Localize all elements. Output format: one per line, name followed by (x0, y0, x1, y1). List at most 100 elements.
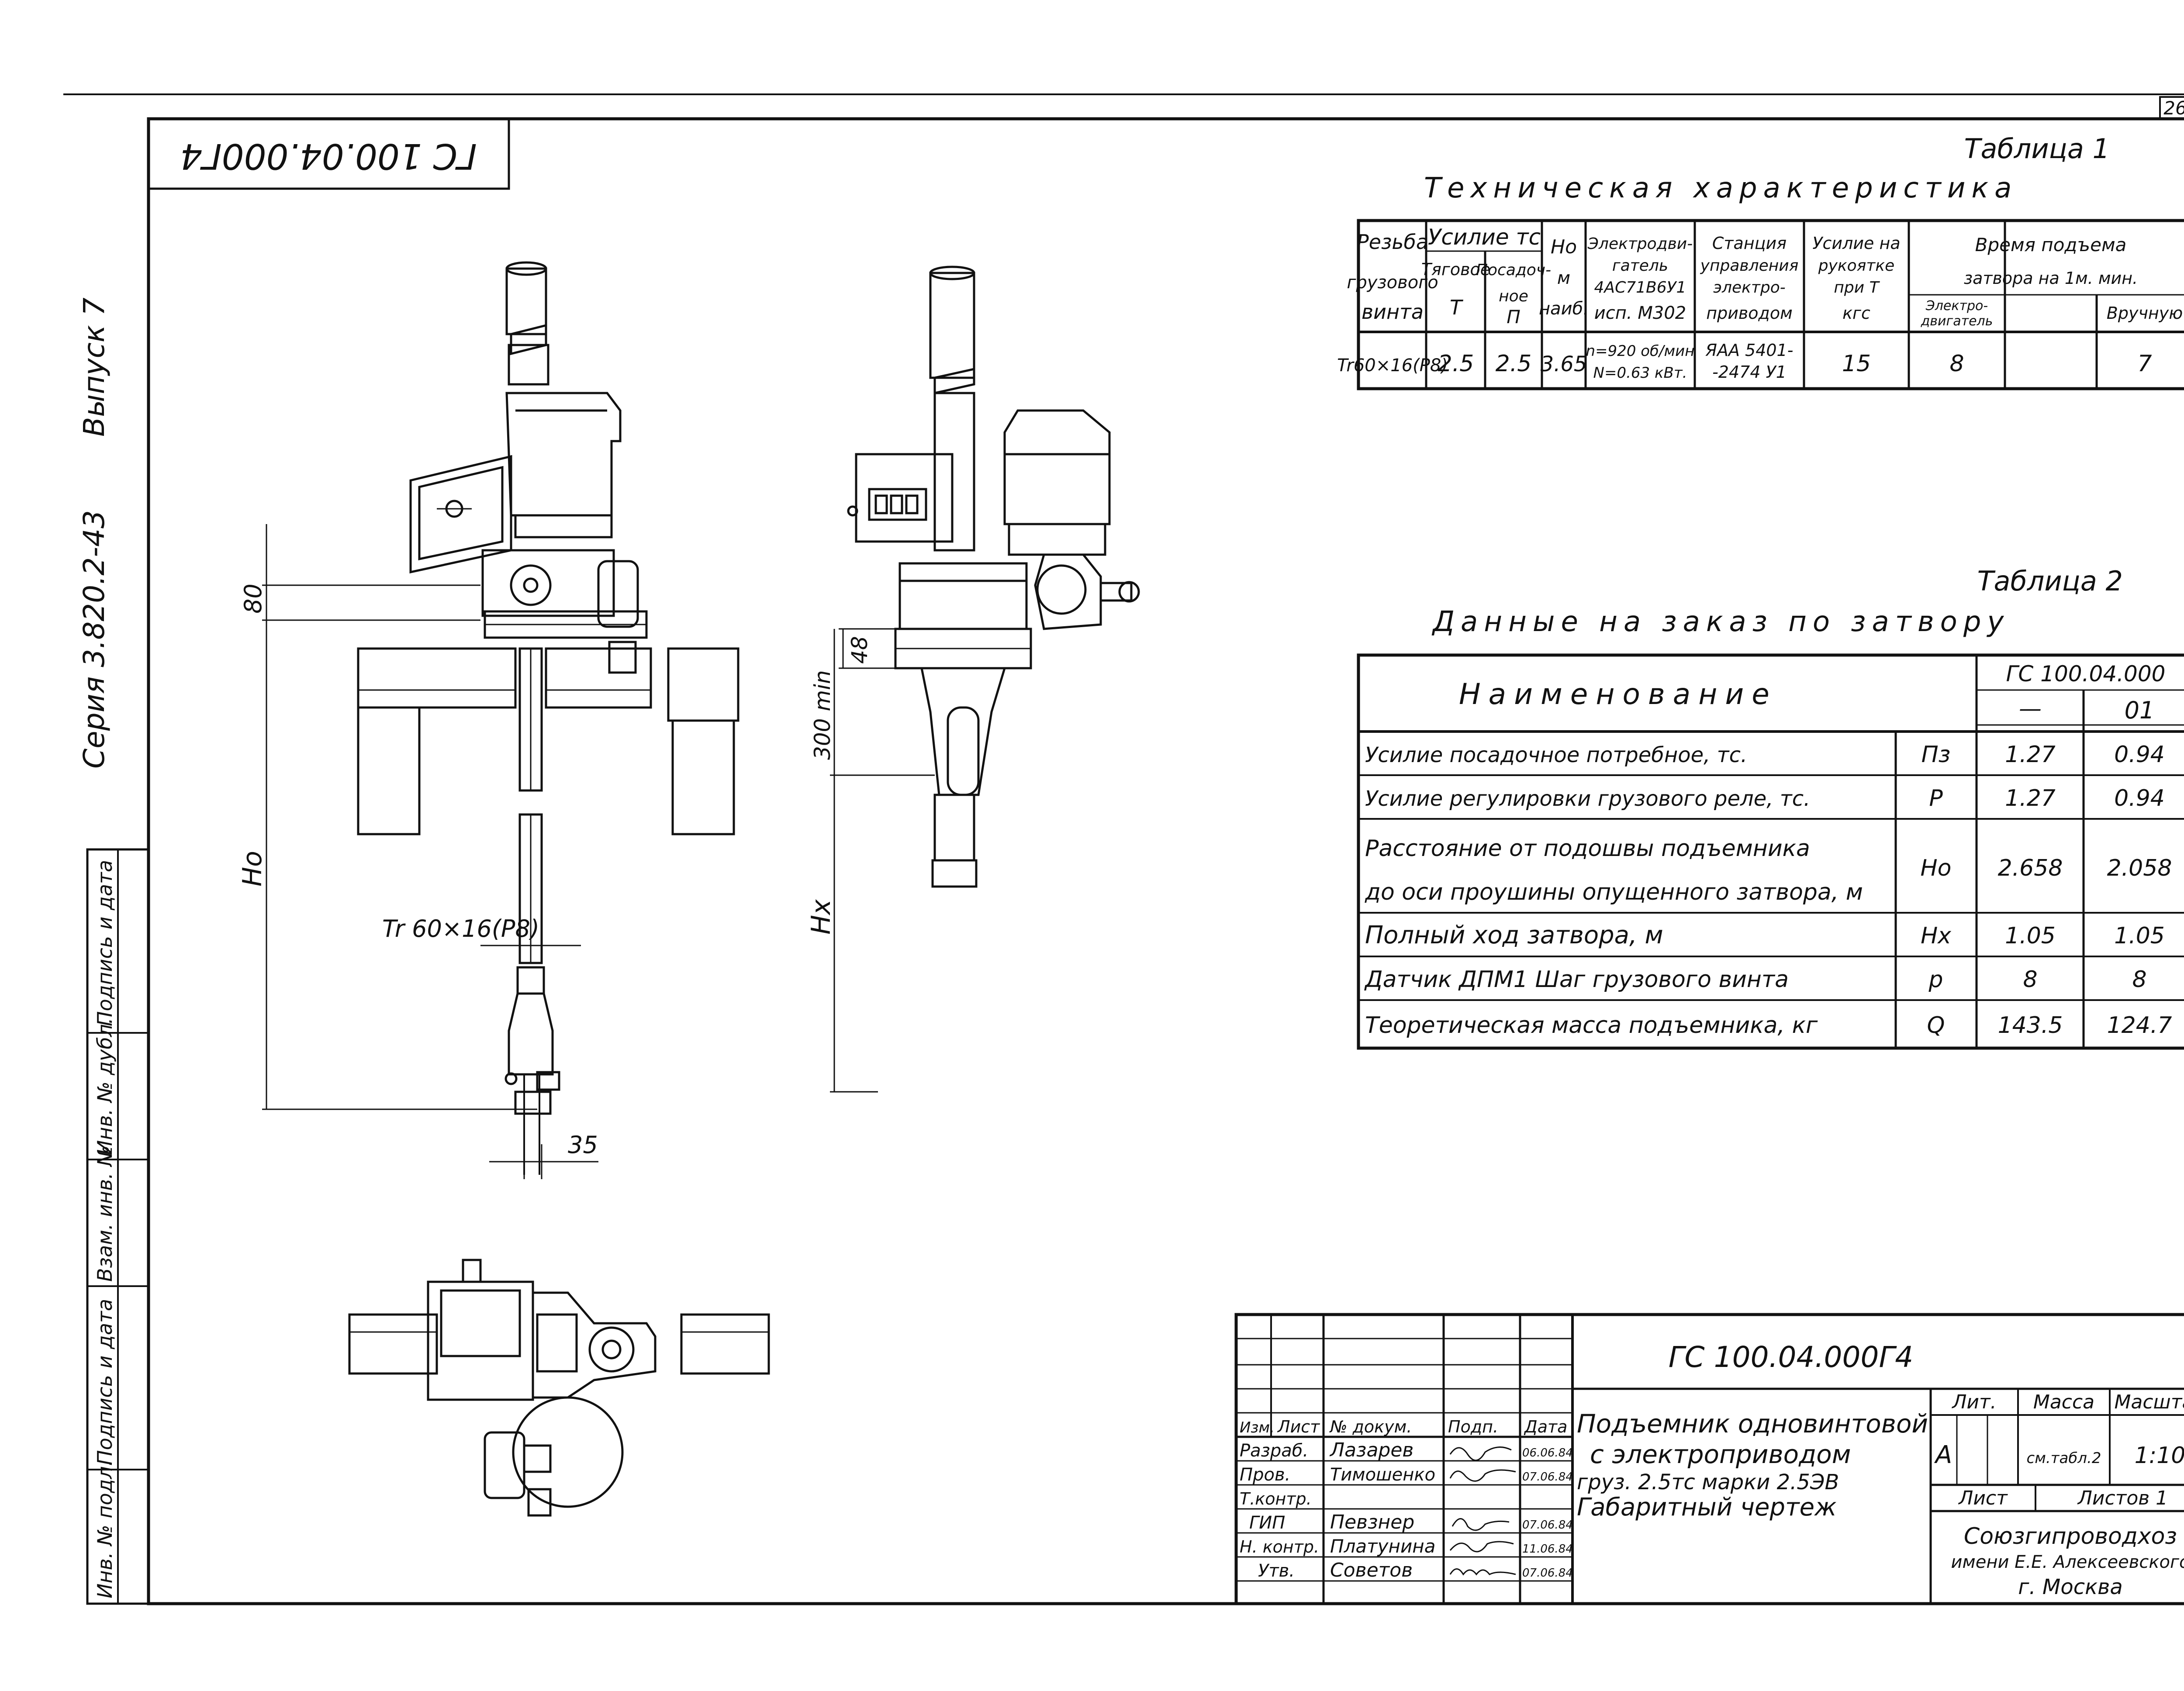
tb-scale-value: 1:10 (2135, 1443, 2184, 1469)
tb-person-row: Н. контр. Платунина 11.06.84 (1240, 1536, 1573, 1557)
tb-person-name: Платунина (1330, 1536, 1435, 1557)
tb-hdr-list: Лист (1277, 1417, 1320, 1436)
tb-role: Утв. (1258, 1561, 1295, 1581)
t2-row-name-2: до оси проушины опущенного затвора, м (1365, 879, 1863, 905)
t2-row-name: Усилие посадочное потребное, тс. (1365, 743, 1747, 767)
tb-person-row: Пров. Тимошенко 07.06.84 (1240, 1465, 1573, 1485)
signature-mark (1449, 1541, 1514, 1553)
side-dimensions (830, 628, 935, 1093)
t1-v-traction: 2.5 (1438, 351, 1474, 377)
t2-row-name: Теоретическая масса подъемника, кг (1365, 1012, 1818, 1039)
t2-row-v2: 124.7 (2107, 1012, 2172, 1039)
table2-row: Теоретическая масса подъемника, кг Q 143… (1365, 1012, 2172, 1039)
t2-row-name: Датчик ДПМ1 Шаг грузового винта (1364, 966, 1789, 993)
table2-row: Усилие регулировки грузового реле, тс. Р… (1365, 785, 2165, 811)
t1-h-tmotor-1: Электро- (1925, 298, 1988, 314)
t2-h-col2: 01 (2125, 697, 2155, 724)
side-view (847, 266, 1140, 888)
tb-org-2: имени Е.Е. Алексеевского (1951, 1552, 2184, 1572)
t1-h-traction-1: Тяговое (1421, 260, 1490, 279)
tb-title-4: Габаритный чертеж (1577, 1493, 1837, 1522)
front-dimensions (262, 524, 598, 1179)
dim-80: 80 (239, 583, 267, 614)
side-series: Серия 3.820.2-43 (77, 510, 111, 769)
tb-role: ГИП (1249, 1513, 1285, 1533)
t2-row-v1: 2.658 (1998, 855, 2063, 881)
tb-sheets-label: Листов 1 (2077, 1487, 2168, 1509)
t1-v-ho: 3.65 (1541, 352, 1587, 376)
tb-scale-label: Масштаб (2114, 1391, 2184, 1413)
t2-h-code: ГС 100.04.000 (2006, 661, 2166, 687)
tb-date: 11.06.84 (1522, 1543, 1573, 1556)
t1-h-ho-3: наиб. (1539, 299, 1589, 319)
t1-h-thread-3: винта (1362, 300, 1424, 324)
side-col-4: Подпись и дата (93, 1299, 117, 1465)
t1-v-handle: 15 (1842, 351, 1871, 377)
tb-role: Н. контр. (1240, 1537, 1319, 1556)
t1-h-motor-2: гатель (1612, 257, 1668, 275)
t1-h-landing-2: ное (1499, 287, 1528, 305)
tb-person-name: Певзнер (1330, 1511, 1414, 1533)
signature-mark (1451, 1518, 1510, 1531)
tb-hdr-sign: Подп. (1448, 1417, 1498, 1436)
signature-mark (1449, 1469, 1516, 1482)
t1-v-station-2: -2474 У1 (1712, 362, 1787, 382)
side-col-3: Взам. инв. № (93, 1146, 117, 1282)
side-issue: Выпуск 7 (77, 297, 111, 437)
table2-row: Полный ход затвора, м Нх 1.05 1.05 (1365, 921, 2165, 949)
t2-row-sym: Q (1927, 1012, 1945, 1039)
t1-h-time-1: Время подъема (1975, 234, 2127, 255)
tb-role: Разраб. (1240, 1441, 1308, 1461)
t2-row-v1: 1.05 (2005, 923, 2056, 949)
t1-v-motor-2: N=0.63 кВт. (1593, 364, 1687, 382)
t1-h-motor-1: Электродви- (1587, 235, 1693, 253)
tb-sheet-label: Лист (1958, 1487, 2008, 1509)
tb-person-row: Т.контр. (1240, 1489, 1312, 1508)
t1-h-traction-2: T (1450, 296, 1464, 319)
t2-row-sym: Р (1929, 785, 1943, 811)
tb-person-name: Лазарев (1329, 1439, 1413, 1461)
tb-date: 07.06.84 (1522, 1567, 1573, 1580)
dim-ho: Но (237, 851, 268, 887)
t1-v-station-1: ЯАА 5401- (1705, 341, 1794, 360)
tb-date: 06.06.84 (1522, 1446, 1573, 1460)
tb-title-3: груз. 2.5тс марки 2.5ЭВ (1577, 1470, 1839, 1494)
t1-h-station-1: Станция (1712, 234, 1787, 253)
t2-row-v2: 1.05 (2114, 923, 2165, 949)
t1-h-force: Усилие тс (1428, 224, 1541, 250)
t2-row-v1: 1.27 (2005, 742, 2056, 768)
page-number: 26 (2163, 97, 2184, 119)
signature-mark (1449, 1568, 1516, 1576)
tb-title-1: Подъемник одновинтовой (1577, 1409, 1928, 1439)
t1-v-tmanual: 7 (2137, 351, 2152, 377)
side-col-5: Инв. № подл. (93, 1460, 117, 1598)
t1-h-motor-3: 4АС71В6У1 (1594, 279, 1686, 297)
t2-h-col1: — (2019, 696, 2042, 722)
title-block-grid (1234, 1313, 2184, 1605)
tb-org-1: Союзгипроводхоз (1964, 1523, 2177, 1550)
table2-row: Датчик ДПМ1 Шаг грузового винта р 8 8 (1364, 966, 2147, 993)
t2-row-v2: 2.058 (2107, 855, 2172, 881)
t1-v-motor-1: n=920 об/мин (1586, 342, 1695, 360)
tb-lit-label: Лит. (1951, 1391, 1996, 1413)
t1-v-thread: Tr60×16(P8) (1337, 355, 1448, 376)
t1-h-handle-3: при Т (1834, 279, 1880, 297)
t2-h-name: Наименование (1459, 677, 1777, 711)
t2-row-v1: 143.5 (1998, 1012, 2063, 1039)
tb-role: Т.контр. (1240, 1489, 1312, 1508)
plan-view (348, 1259, 770, 1517)
tb-person-row: Утв. Советов 07.06.84 (1258, 1559, 1573, 1581)
t1-h-thread-1: Резьба (1357, 230, 1428, 254)
dim-300min: 300 min (810, 670, 835, 760)
t2-row-name: Усилие регулировки грузового реле, тс. (1365, 787, 1810, 811)
tb-title-2: с электроприводом (1590, 1439, 1851, 1469)
table1-grid (1357, 219, 2184, 390)
t1-h-tmotor-2: двигатель (1921, 314, 1993, 329)
t2-row-v1: 1.27 (2005, 785, 2056, 811)
tb-date: 07.06.84 (1522, 1470, 1573, 1484)
side-margin: Серия 3.820.2-43 Выпуск 7 Подпись и дата… (77, 297, 150, 1605)
tb-hdr-doc: № докум. (1329, 1417, 1412, 1436)
t2-row-name: Расстояние от подошвы подъемника (1365, 835, 1810, 862)
signature-mark (1449, 1446, 1512, 1461)
